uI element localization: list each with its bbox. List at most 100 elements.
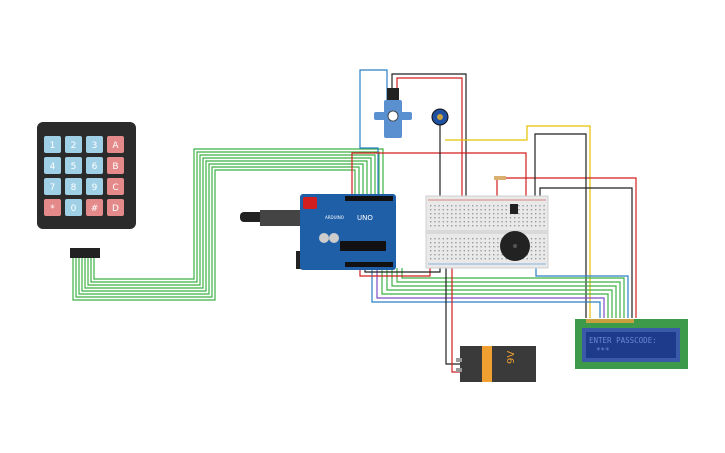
keypad-key-label: 3 (92, 141, 98, 151)
battery-wires (445, 268, 462, 373)
breadboard-hole (505, 258, 507, 260)
potentiometer-icon[interactable] (431, 108, 449, 126)
breadboard-hole (438, 213, 440, 215)
breadboard-hole (530, 258, 533, 260)
breadboard-hole (434, 246, 436, 248)
breadboard-hole (530, 246, 533, 248)
analog-header (345, 262, 393, 267)
breadboard-hole (505, 213, 507, 215)
keypad-key-0[interactable]: 0 (65, 199, 82, 216)
keypad-key-3[interactable]: 3 (86, 136, 103, 153)
breadboard-hole (501, 209, 503, 211)
breadboard-hole (539, 242, 541, 244)
breadboard-hole (459, 242, 461, 244)
breadboard-hole (543, 205, 545, 207)
breadboard-hole (446, 213, 449, 215)
breadboard-hole (505, 221, 507, 223)
breadboard-hole (514, 225, 516, 227)
breadboard-hole (476, 250, 478, 252)
keypad-key-D[interactable]: D (107, 199, 124, 216)
breadboard-hole (501, 254, 503, 256)
breadboard-hole (434, 238, 436, 240)
breadboard-hole (438, 217, 440, 219)
breadboard-hole (488, 225, 491, 227)
breadboard-hole (526, 221, 528, 223)
breadboard-hole (463, 246, 465, 248)
breadboard-hole (530, 217, 533, 219)
piezo-buzzer-icon[interactable] (500, 231, 530, 261)
breadboard-hole (501, 217, 503, 219)
breadboard-hole (522, 225, 524, 227)
servo-connector (387, 88, 399, 100)
breadboard-hole (430, 221, 432, 223)
keypad-key-2[interactable]: 2 (65, 136, 82, 153)
breadboard-hole (463, 254, 465, 256)
breadboard-hole (438, 246, 440, 248)
breadboard-hole (530, 221, 533, 223)
reset-button[interactable] (303, 197, 317, 209)
breadboard-hole (434, 254, 436, 256)
breadboard-hole (451, 217, 453, 219)
keypad-key-*[interactable]: * (44, 199, 61, 216)
breadboard-hole (451, 221, 453, 223)
keypad-key-A[interactable]: A (107, 136, 124, 153)
servo-motor-icon[interactable] (374, 88, 412, 138)
keypad-key-bg (65, 178, 82, 195)
breadboard-hole (484, 254, 486, 256)
breadboard-hole (467, 242, 470, 244)
breadboard-hole (430, 254, 432, 256)
breadboard-hole (438, 225, 440, 227)
breadboard-hole (472, 254, 474, 256)
keypad-key-#[interactable]: # (86, 199, 103, 216)
breadboard-hole (535, 213, 537, 215)
keypad-key-C[interactable]: C (107, 178, 124, 195)
keypad-key-9[interactable]: 9 (86, 178, 103, 195)
breadboard-hole (442, 213, 444, 215)
breadboard-hole (438, 254, 440, 256)
breadboard-hole (493, 258, 495, 260)
lcd-display[interactable]: ENTER PASSCODE: *** (575, 319, 688, 369)
breadboard-hole (543, 225, 545, 227)
breadboard-hole (451, 213, 453, 215)
breadboard[interactable] (425, 195, 549, 269)
breadboard-hole (446, 221, 449, 223)
breadboard-hole (446, 205, 449, 207)
breadboard-hole (522, 209, 524, 211)
breadboard-hole (505, 205, 507, 207)
breadboard-hole (476, 221, 478, 223)
breadboard-hole (501, 258, 503, 260)
breadboard-hole (488, 246, 491, 248)
breadboard-hole (455, 250, 457, 252)
breadboard-hole (488, 242, 491, 244)
keypad-key-B[interactable]: B (107, 157, 124, 174)
keypad-key-7[interactable]: 7 (44, 178, 61, 195)
breadboard-hole (493, 205, 495, 207)
breadboard-hole (467, 209, 470, 211)
keypad-key-4[interactable]: 4 (44, 157, 61, 174)
breadboard-hole (463, 213, 465, 215)
keypad-key-5[interactable]: 5 (65, 157, 82, 174)
breadboard-hole (518, 213, 520, 215)
breadboard-hole (476, 246, 478, 248)
breadboard-hole (472, 205, 474, 207)
battery[interactable]: 9V (456, 346, 536, 382)
breadboard-hole (539, 258, 541, 260)
keypad-key-1[interactable]: 1 (44, 136, 61, 153)
keypad-key-8[interactable]: 8 (65, 178, 82, 195)
breadboard-hole (438, 238, 440, 240)
breadboard-hole (459, 250, 461, 252)
breadboard-hole (535, 242, 537, 244)
breadboard-hole (446, 242, 449, 244)
keypad-key-6[interactable]: 6 (86, 157, 103, 174)
breadboard-hole (446, 238, 449, 240)
breadboard-hole (430, 242, 432, 244)
breadboard-hole (446, 217, 449, 219)
breadboard-hole (455, 205, 457, 207)
breadboard-hole (430, 213, 432, 215)
breadboard-hole (480, 246, 482, 248)
arduino-uno[interactable]: UNO ARDUINO (240, 194, 396, 270)
breadboard-hole (514, 221, 516, 223)
breadboard-hole (497, 225, 499, 227)
